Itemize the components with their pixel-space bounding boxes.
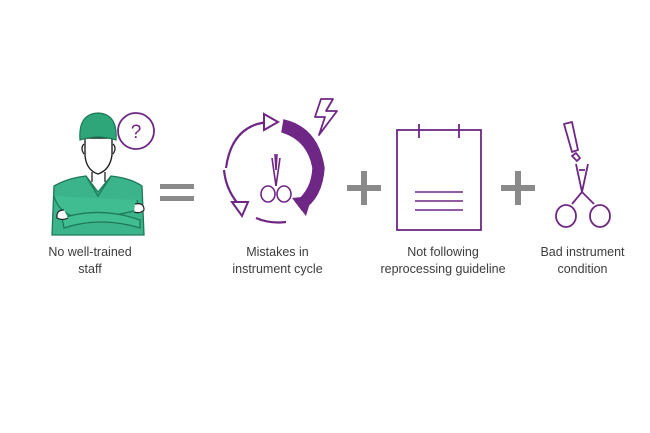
lightning-icon xyxy=(314,98,338,136)
broken-scissors-icon xyxy=(555,121,611,228)
caption-cycle: Mistakes in instrument cycle xyxy=(205,244,350,278)
question-badge-icon: ? xyxy=(117,112,155,150)
caption-condition: Bad instrument condition xyxy=(520,244,645,278)
instrument-cycle-icon xyxy=(222,112,325,224)
equals-operator xyxy=(160,184,194,201)
caption-guideline-line2: reprocessing guideline xyxy=(380,262,506,276)
caption-staff: No well-trained staff xyxy=(20,244,160,278)
caption-condition-line2: condition xyxy=(557,262,608,276)
plus-operator-1 xyxy=(347,171,381,205)
caption-staff-line2: staff xyxy=(78,262,102,276)
caption-guideline: Not following reprocessing guideline xyxy=(368,244,518,278)
caption-staff-line1: No well-trained xyxy=(48,245,132,259)
caption-guideline-line1: Not following xyxy=(407,245,479,259)
plus-operator-2 xyxy=(501,171,535,205)
caption-condition-line1: Bad instrument xyxy=(540,245,625,259)
question-mark: ? xyxy=(131,122,142,143)
guideline-notepad-icon xyxy=(396,124,482,231)
caption-cycle-line2: instrument cycle xyxy=(232,262,323,276)
caption-cycle-line1: Mistakes in xyxy=(246,245,309,259)
surgeon-icon xyxy=(51,112,145,236)
